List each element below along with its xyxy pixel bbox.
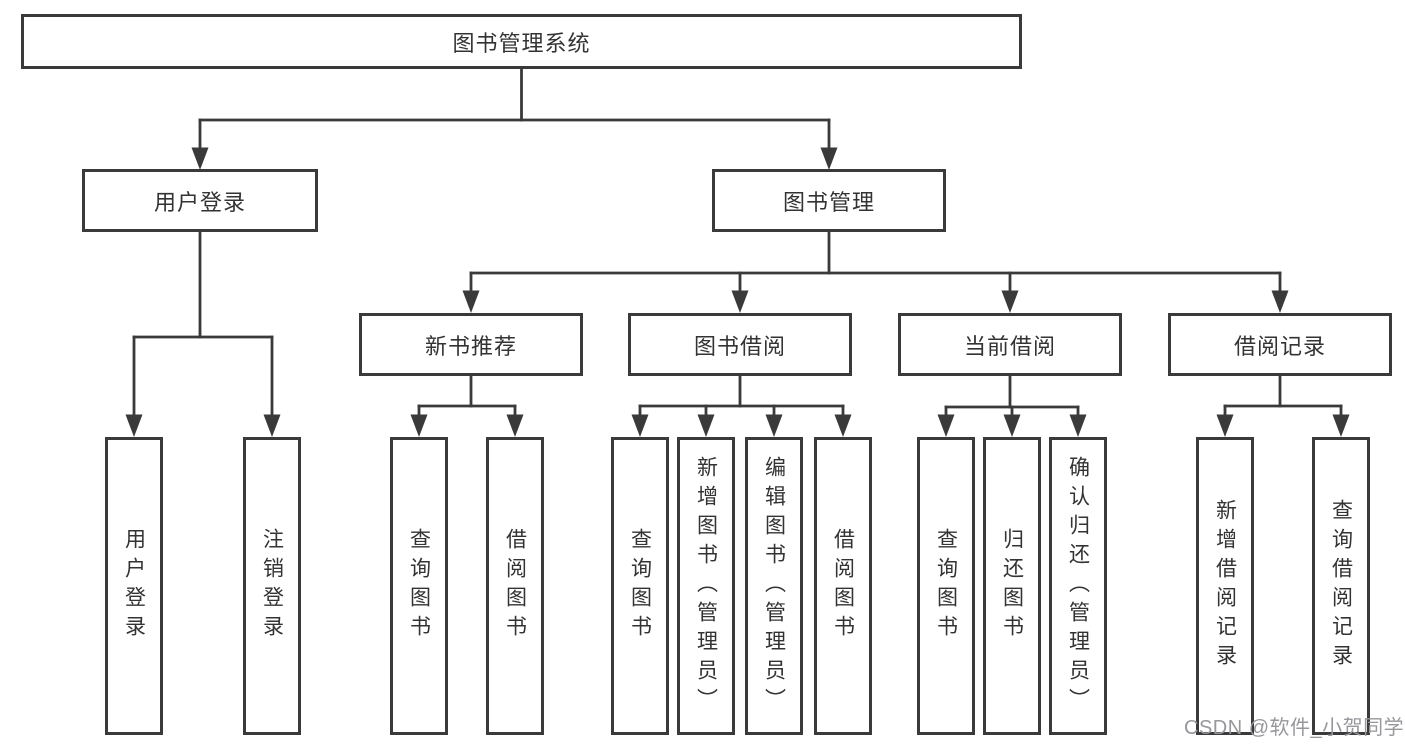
leaf-confirm-return-admin: 确认归还（管理员）	[1049, 437, 1107, 735]
node-book-management: 图书管理	[712, 169, 946, 232]
leaf-query-books-3: 查询图书	[917, 437, 975, 735]
node-system-root: 图书管理系统	[21, 14, 1022, 69]
leaf-borrow-books-2: 借阅图书	[814, 437, 872, 735]
leaf-borrow-books-2-label: 借阅图书	[831, 528, 855, 644]
leaf-query-borrow-record-label: 查询借阅记录	[1329, 499, 1353, 673]
node-book-management-label: 图书管理	[782, 189, 875, 215]
leaf-add-books-admin-label: 新增图书（管理员）	[694, 455, 718, 717]
leaf-return-books: 归还图书	[983, 437, 1041, 735]
leaf-add-borrow-record-label: 新增借阅记录	[1213, 499, 1237, 673]
node-borrow-records: 借阅记录	[1168, 313, 1392, 376]
node-current-borrowing: 当前借阅	[898, 313, 1122, 376]
leaf-query-books-1: 查询图书	[390, 437, 448, 735]
arrowheads	[125, 147, 1350, 437]
node-new-book-recommend-label: 新书推荐	[424, 333, 517, 359]
leaf-query-borrow-record: 查询借阅记录	[1312, 437, 1370, 735]
leaf-edit-books-admin-label: 编辑图书（管理员）	[762, 455, 786, 717]
leaf-user-login-label: 用户登录	[122, 528, 146, 644]
node-book-borrowing-label: 图书借阅	[693, 333, 786, 359]
leaf-query-books-2-label: 查询图书	[628, 528, 652, 644]
leaf-query-books-2: 查询图书	[611, 437, 669, 735]
node-system-root-label: 图书管理系统	[452, 30, 591, 56]
leaf-edit-books-admin: 编辑图书（管理员）	[745, 437, 803, 735]
leaf-logout: 注销登录	[243, 437, 301, 735]
watermark: CSDN @软件_小贺同学	[1184, 717, 1405, 739]
node-user-login: 用户登录	[82, 169, 318, 232]
leaf-user-login: 用户登录	[105, 437, 163, 735]
leaf-return-books-label: 归还图书	[1000, 528, 1024, 644]
node-book-borrowing: 图书借阅	[628, 313, 852, 376]
leaf-borrow-books-1: 借阅图书	[486, 437, 544, 735]
leaf-add-borrow-record: 新增借阅记录	[1196, 437, 1254, 735]
node-current-borrowing-label: 当前借阅	[963, 333, 1056, 359]
leaf-borrow-books-1-label: 借阅图书	[503, 528, 527, 644]
leaf-logout-label: 注销登录	[260, 528, 284, 644]
node-borrow-records-label: 借阅记录	[1233, 333, 1326, 359]
node-new-book-recommend: 新书推荐	[359, 313, 583, 376]
leaf-query-books-3-label: 查询图书	[934, 528, 958, 644]
leaf-confirm-return-admin-label: 确认归还（管理员）	[1066, 455, 1090, 717]
leaf-add-books-admin: 新增图书（管理员）	[677, 437, 735, 735]
node-user-login-label: 用户登录	[153, 189, 246, 215]
leaf-query-books-1-label: 查询图书	[407, 528, 431, 644]
